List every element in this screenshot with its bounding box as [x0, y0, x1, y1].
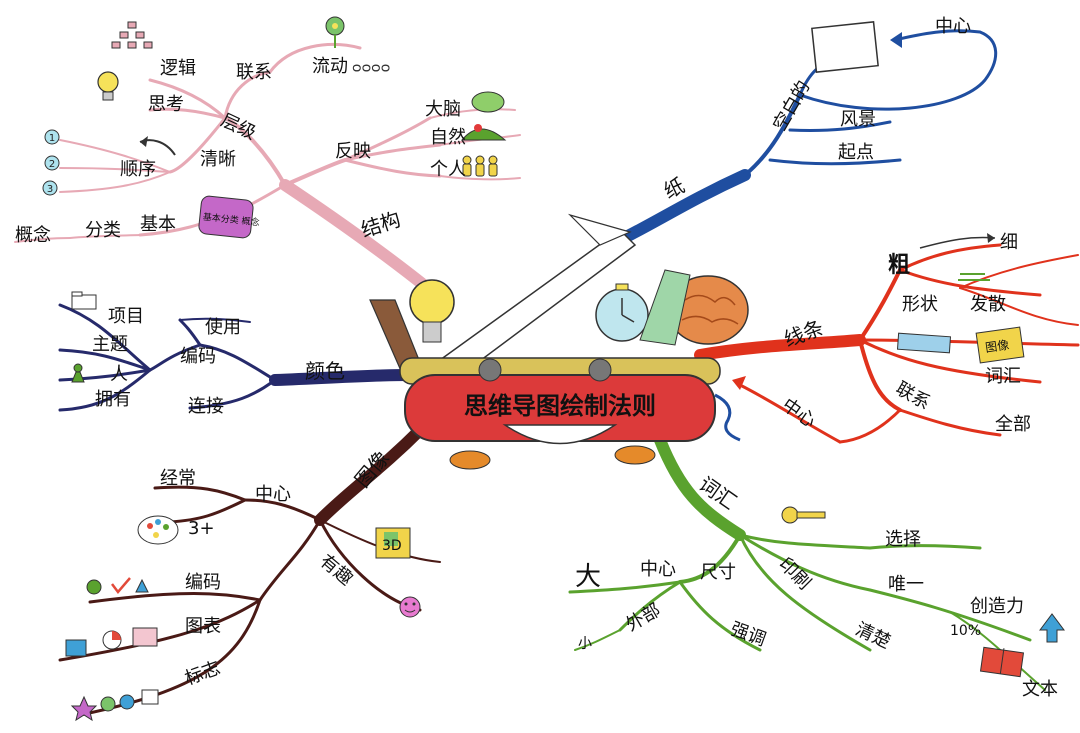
palette-icon — [137, 515, 179, 545]
label-divergent: 发散 — [970, 294, 1006, 315]
branch-paper — [614, 29, 998, 246]
label-center-maroon: 中心 — [255, 484, 291, 505]
cube-label: 3D — [382, 538, 402, 554]
label-people: 个人 — [430, 159, 466, 180]
label-three-plus: 3+ — [188, 518, 215, 539]
pawn-icon — [71, 363, 85, 383]
label-person: 人 — [110, 364, 128, 385]
branch-structure — [14, 43, 521, 296]
label-thick: 粗 — [888, 253, 910, 278]
blue-arrow-head-icon — [890, 32, 902, 48]
label-brain: 大脑 — [425, 99, 461, 120]
label-percent: 10% — [950, 623, 981, 639]
label-link: 连接 — [188, 396, 224, 417]
label-shape: 形状 — [902, 294, 938, 315]
label-often: 经常 — [160, 468, 196, 489]
book-icon — [979, 646, 1025, 678]
label-structure: 结构 — [358, 207, 403, 242]
order-number-1: 1 — [49, 133, 55, 144]
central-title: 思维导图绘制法则 — [464, 392, 656, 420]
curved-arrow-head-icon — [140, 136, 148, 147]
label-color: 颜色 — [305, 359, 345, 383]
label-size: 尺寸 — [700, 562, 736, 583]
label-unique: 唯一 — [888, 574, 924, 595]
divergent-lines-icon — [958, 273, 990, 281]
label-basic: 基本 — [140, 214, 176, 235]
label-image-red: 图像 — [984, 338, 1010, 355]
folder-icon — [71, 291, 97, 310]
red-arrow-head-icon — [732, 376, 746, 390]
branch-vocabulary — [568, 434, 1046, 691]
label-big: 大 — [575, 562, 601, 592]
up-arrow-icon — [1039, 613, 1065, 643]
label-blank: 空白的 — [769, 77, 814, 134]
label-chart: 图表 — [185, 616, 221, 637]
label-all: 全部 — [995, 414, 1031, 435]
label-flow: 流动 — [312, 56, 348, 77]
basic-class-box — [198, 195, 254, 239]
lightbulb-small-icon — [97, 71, 119, 101]
label-center-blue: 中心 — [935, 16, 971, 37]
cube-icon — [375, 527, 411, 559]
central-knife-illustration — [369, 213, 749, 470]
label-vocabulary-red: 词汇 — [985, 366, 1021, 387]
order-number-3: 3 — [47, 184, 53, 195]
hierarchy-tree-icon — [111, 21, 153, 49]
thin-arrow-head-icon — [987, 233, 995, 243]
label-landscape: 风景 — [840, 109, 876, 130]
label-connect-pink: 联系 — [236, 62, 272, 83]
label-use: 使用 — [205, 317, 241, 338]
label-fun: 有趣 — [316, 551, 357, 590]
people-icon — [462, 155, 498, 177]
branch-image — [58, 424, 441, 717]
hill-icon — [460, 124, 507, 141]
code-symbols-icon — [86, 577, 149, 595]
label-reflect: 反映 — [335, 141, 371, 162]
image-box-icon — [975, 326, 1025, 364]
label-nature: 自然 — [430, 127, 466, 148]
label-small: 小 — [578, 636, 592, 652]
label-category: 分类 — [85, 220, 121, 241]
label-concept: 概念 — [15, 224, 51, 246]
label-choose: 选择 — [885, 529, 921, 550]
mark-icons — [70, 689, 159, 722]
label-center-green: 中心 — [640, 559, 676, 580]
label-creativity: 创造力 — [970, 596, 1024, 617]
brain-small-icon — [471, 91, 505, 113]
chart-icons — [65, 627, 158, 657]
order-number-2: 2 — [49, 159, 55, 170]
label-clear: 清晰 — [200, 149, 236, 170]
key-icon — [781, 506, 826, 524]
ruler-icon — [896, 332, 952, 354]
blank-paper-icon — [811, 21, 879, 73]
label-own: 拥有 — [95, 389, 131, 410]
branch-color — [58, 303, 416, 412]
label-subject: 主题 — [92, 334, 128, 355]
smiley-icon — [399, 596, 421, 618]
label-code-maroon: 编码 — [185, 572, 221, 593]
label-think: 思考 — [148, 94, 184, 115]
label-mark: 标志 — [182, 657, 223, 689]
label-emphasis: 强调 — [728, 619, 769, 651]
label-text: 文本 — [1022, 679, 1058, 700]
flow-squiggle: ᴑᴑᴑᴑ — [352, 60, 390, 76]
order-circles — [42, 129, 60, 196]
label-thin: 细 — [1000, 232, 1018, 253]
label-outer: 外部 — [623, 600, 665, 636]
label-item: 项目 — [108, 306, 144, 327]
label-start: 起点 — [838, 142, 874, 163]
label-logic: 逻辑 — [160, 58, 196, 79]
flower-icon — [325, 16, 345, 48]
label-clear-green: 清楚 — [852, 619, 894, 653]
label-code-navy: 编码 — [180, 346, 216, 367]
label-order: 顺序 — [120, 159, 156, 180]
